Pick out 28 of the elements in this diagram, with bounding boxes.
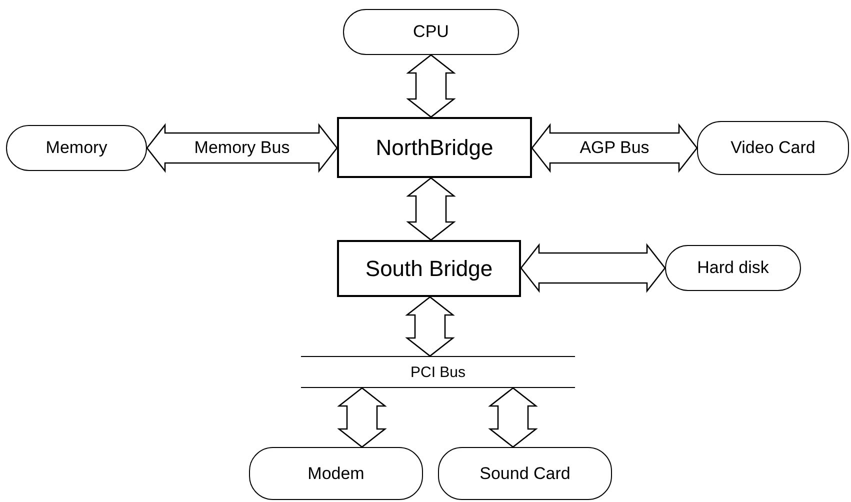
node-label: PCI Bus [410, 364, 466, 380]
node-label: Sound Card [480, 464, 570, 484]
rounded-box [697, 121, 849, 175]
double-arrow [406, 177, 456, 241]
rounded-box [6, 125, 147, 171]
edge-label: AGP Bus [580, 138, 650, 158]
rounded-box [249, 447, 423, 500]
node-label: NorthBridge [376, 134, 494, 160]
node-label: Memory [46, 138, 108, 158]
chip-box [337, 117, 532, 178]
node-label: South Bridge [365, 256, 493, 282]
double-arrow [406, 54, 456, 118]
rounded-box [665, 245, 801, 291]
node-label: Hard disk [697, 258, 769, 278]
double-arrow [337, 387, 387, 448]
rounded-box [438, 447, 612, 500]
double-arrow [405, 296, 455, 357]
rounded-box [343, 9, 519, 55]
double-arrow [488, 387, 538, 448]
double-arrow [520, 243, 666, 293]
node-label: Video Card [730, 138, 816, 158]
chip-box [337, 240, 521, 297]
node-label: CPU [413, 22, 449, 42]
node-label: Modem [308, 464, 364, 484]
edge-label: Memory Bus [194, 138, 290, 158]
double-arrow [146, 123, 338, 173]
double-arrow [531, 123, 698, 173]
bus-band [301, 356, 575, 388]
